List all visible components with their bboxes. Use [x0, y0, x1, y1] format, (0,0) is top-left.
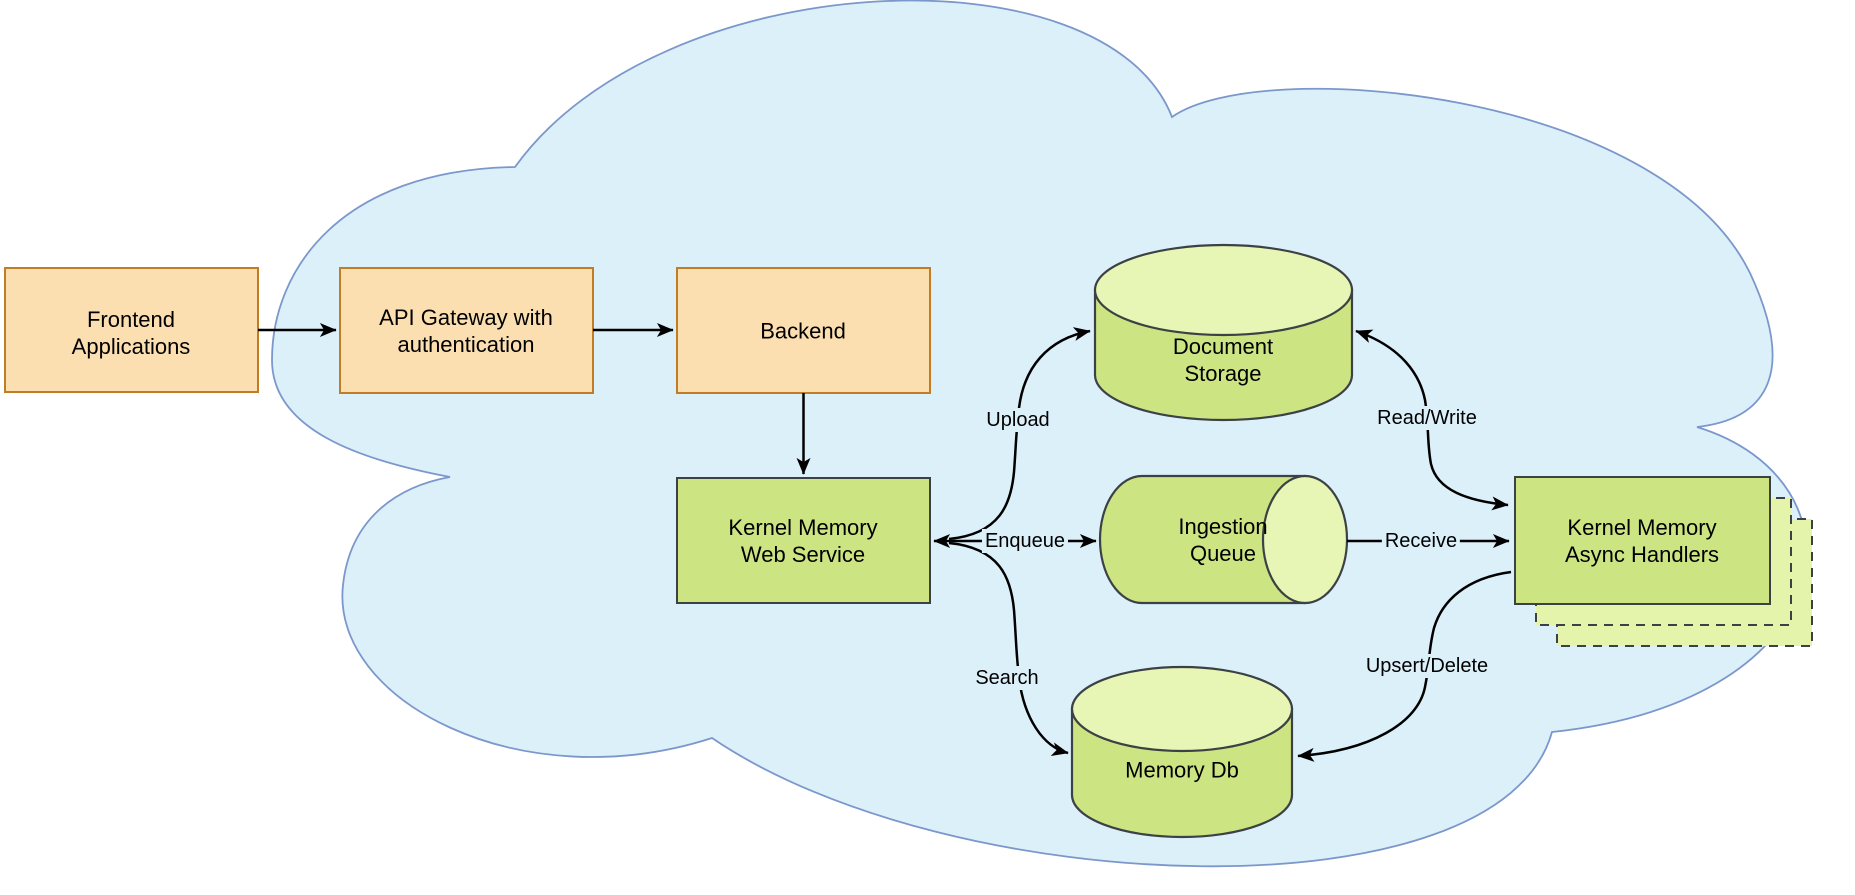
frontend-node [4, 267, 259, 393]
memory-db-top [1070, 665, 1294, 753]
async-handlers-node [1514, 476, 1771, 605]
backend-node [676, 267, 931, 394]
ingestion-queue-cap [1261, 474, 1349, 605]
document-storage-top [1093, 243, 1354, 337]
ingestion-queue-node [1098, 474, 1307, 605]
api-gateway-node [339, 267, 594, 394]
web-service-node [676, 477, 931, 604]
edge-upload [948, 327, 1091, 541]
edge-read-write [1355, 329, 1509, 511]
cloud-shape [271, 0, 1808, 868]
edge-search [948, 541, 1069, 757]
